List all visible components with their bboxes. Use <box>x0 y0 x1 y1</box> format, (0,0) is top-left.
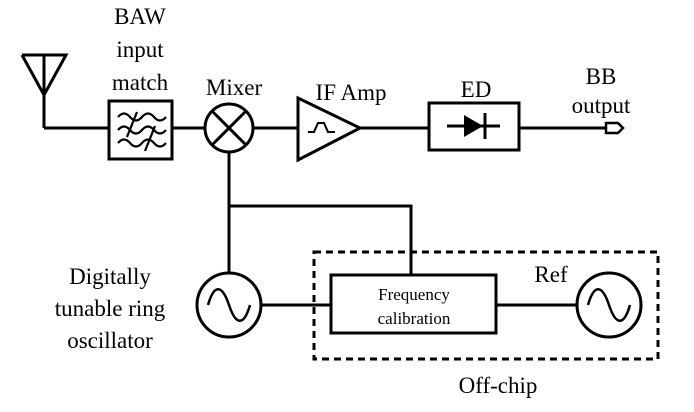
osc-label-1: Digitally <box>69 264 151 289</box>
fcal-label-2: calibration <box>378 309 451 328</box>
sine-source-icon <box>195 271 263 339</box>
amplifier-icon <box>296 95 364 163</box>
offchip-label: Off-chip <box>459 373 538 398</box>
ref-source-icon <box>575 271 643 339</box>
offchip-boundary <box>312 250 660 361</box>
wire-lo-to-fcal <box>229 204 413 275</box>
baw-label-1: BAW <box>114 4 166 29</box>
ed-label: ED <box>461 77 492 102</box>
frequency-calibration-block <box>329 273 498 335</box>
osc-label-2: tunable ring <box>55 296 166 321</box>
ref-label: Ref <box>534 262 568 287</box>
baw-filter-icon <box>107 99 174 161</box>
fcal-label-1: Frequency <box>378 285 450 304</box>
ifamp-label: IF Amp <box>316 80 387 105</box>
mixer-label: Mixer <box>206 75 263 100</box>
baw-label-2: input <box>116 37 164 62</box>
baw-label-3: match <box>112 70 169 95</box>
osc-label-3: oscillator <box>67 328 153 353</box>
output-terminal-icon <box>604 121 625 135</box>
diode-icon <box>427 101 521 152</box>
bb-label-1: BB <box>586 64 617 89</box>
mixer-icon <box>203 102 255 154</box>
bb-label-2: output <box>572 93 631 118</box>
antenna-icon <box>20 53 69 128</box>
